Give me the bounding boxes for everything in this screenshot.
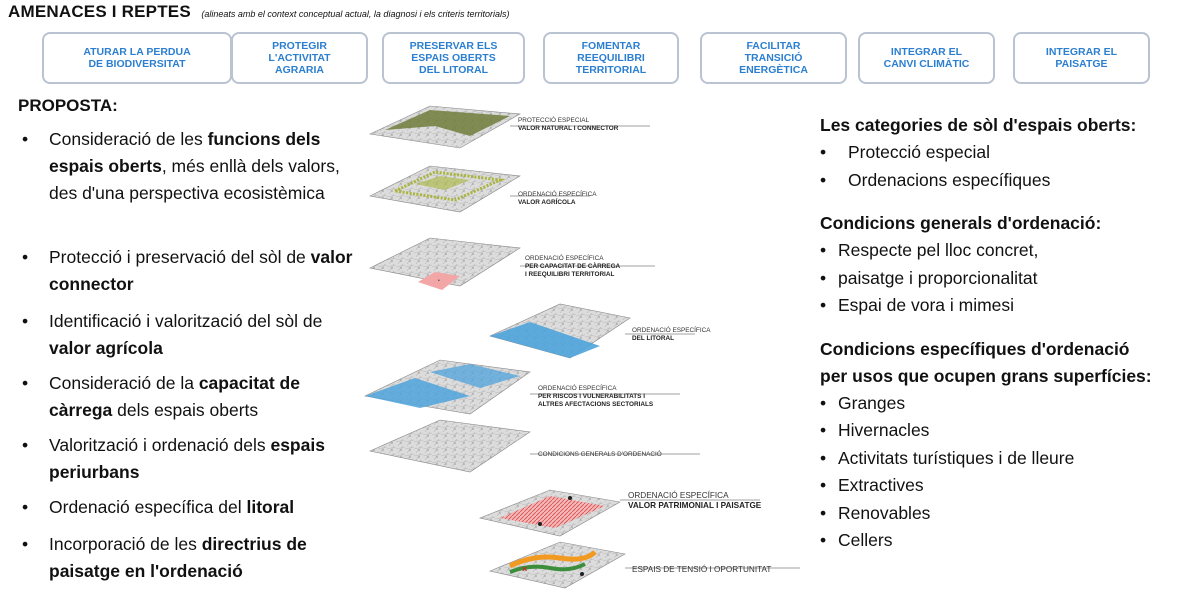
challenge-climate: INTEGRAR EL CANVI CLIMÀTIC [858, 32, 995, 84]
specific-conditions-list: •Granges •Hivernacles •Activitats turíst… [820, 390, 1195, 555]
slide-header: AMENACES I REPTES (alineats amb el conte… [8, 2, 509, 22]
list-item: •Hivernacles [820, 420, 930, 440]
svg-text:×: × [522, 564, 527, 574]
layer-tension: × ESPAIS DE TENSIÓ I OPORTUNITAT [489, 541, 800, 589]
layer-5-sublabel-2: ALTRES AFECTACIONS SECTORIALS [538, 401, 654, 408]
categories-list: •Protecció especial •Ordenacions específ… [820, 139, 1195, 194]
layer-heritage: ORDENACIÓ ESPECÍFICA VALOR PATRIMONIAL I… [478, 489, 762, 537]
list-item: •Protecció especial [820, 142, 991, 162]
layer-7-sublabel: VALOR PATRIMONIAL I PAISATGE [628, 501, 762, 510]
challenge-energy: FACILITAR TRANSICIÓ ENERGÈTICA [700, 32, 847, 84]
layer-2-sublabel: VALOR AGRÍCOLA [518, 197, 576, 206]
categories-title: Les categories de sòl d'espais oberts: [820, 115, 1137, 135]
layer-6-label: CONDICIONS GENERALS D'ORDENACIÓ [538, 449, 662, 458]
layer-4-label: ORDENACIÓ ESPECÍFICA [632, 325, 711, 334]
layers-diagram: PROTECCIÓ ESPECIAL VALOR NATURAL I CONNE… [364, 105, 800, 589]
proposta-title: PROPOSTA: [18, 96, 118, 115]
challenge-coastal: PRESERVAR ELS ESPAIS OBERTS DEL LITORAL [382, 32, 525, 84]
slide-title: AMENACES I REPTES [8, 2, 191, 21]
layer-5-label: ORDENACIÓ ESPECÍFICA [538, 383, 617, 392]
list-item: •Granges [820, 392, 906, 413]
list-item: •Espai de vora i mimesi [820, 295, 1015, 315]
right-column: Les categories de sòl d'espais oberts: •… [820, 112, 1195, 555]
general-conditions-list: •Respecte pel lloc concret, •paisatge i … [820, 237, 1195, 320]
list-item: •Renovables [820, 502, 931, 523]
layer-natural: PROTECCIÓ ESPECIAL VALOR NATURAL I CONNE… [368, 105, 650, 149]
list-item: •Cellers [820, 530, 893, 550]
svg-text:•: • [438, 278, 440, 284]
layer-3-sublabel-2: I REEQUILIBRI TERRITORIAL [525, 271, 614, 278]
challenge-biodiversity: ATURAR LA PERDUA DE BIODIVERSITAT [42, 32, 232, 84]
general-conditions-title: Condicions generals d'ordenació: [820, 213, 1102, 233]
layer-8-label: ESPAIS DE TENSIÓ I OPORTUNITAT [632, 564, 771, 574]
challenge-rebalance: FOMENTAR REEQUILIBRI TERRITORIAL [543, 32, 679, 84]
slide-subtitle: (alineats amb el context conceptual actu… [201, 9, 510, 19]
list-item: •paisatge i proporcionalitat [820, 267, 1038, 288]
specific-conditions-title: Condicions específiques d'ordenació per … [820, 338, 1152, 386]
layer-7-label: ORDENACIÓ ESPECÍFICA [628, 490, 729, 500]
challenge-landscape: INTEGRAR EL PAISATGE [1013, 32, 1150, 84]
layer-5-sublabel: PER RISCOS I VULNERABILITATS I [538, 393, 645, 400]
list-item: •Respecte pel lloc concret, [820, 240, 1039, 260]
layer-2-label: ORDENACIÓ ESPECÍFICA [518, 189, 597, 198]
list-item: •Activitats turístiques i de lleure [820, 447, 1075, 468]
challenge-agrarian: PROTEGIR L'ACTIVITAT AGRARIA [231, 32, 368, 84]
layer-capacity: • ORDENACIÓ ESPECÍFICA PER CAPACITAT DE … [369, 237, 655, 290]
layer-4-sublabel: DEL LITORAL [632, 335, 674, 342]
list-item: •Extractives [820, 475, 924, 495]
layer-coastal: ORDENACIÓ ESPECÍFICA DEL LITORAL [489, 303, 711, 359]
list-item: •Ordenacions específiques [820, 169, 1051, 190]
layer-risks: ORDENACIÓ ESPECÍFICA PER RISCOS I VULNER… [364, 359, 680, 415]
layer-general: CONDICIONS GENERALS D'ORDENACIÓ [369, 419, 700, 473]
layer-3-sublabel: PER CAPACITAT DE CÀRREGA [525, 261, 621, 270]
layer-1-sublabel: VALOR NATURAL I CONNECTOR [518, 125, 619, 132]
layer-3-label: ORDENACIÓ ESPECÍFICA [525, 253, 604, 262]
layer-1-label: PROTECCIÓ ESPECIAL [518, 115, 589, 124]
layer-agricultural: ORDENACIÓ ESPECÍFICA VALOR AGRÍCOLA [369, 165, 597, 213]
